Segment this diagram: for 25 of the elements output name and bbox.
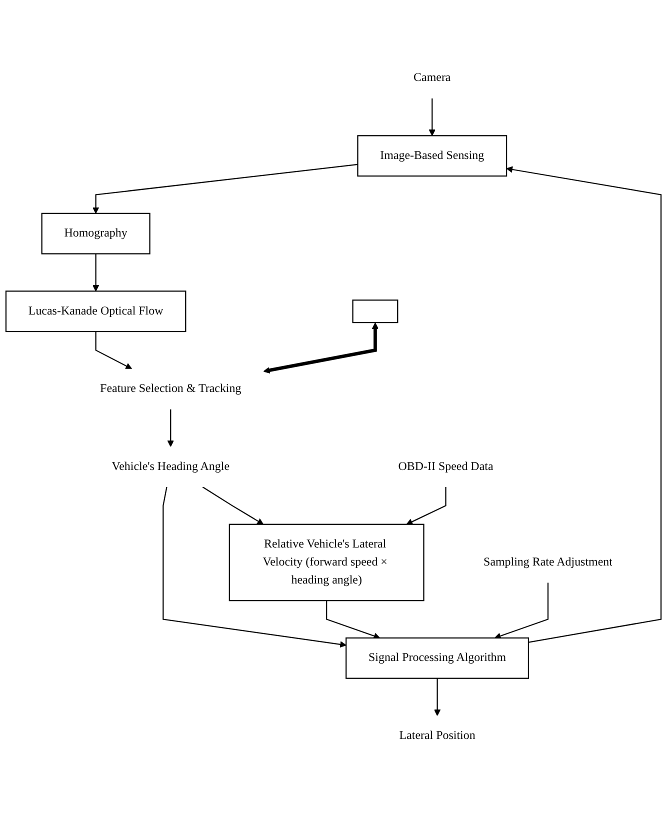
arrow: [428, 98, 436, 136]
node-text: Sampling Rate Adjustment: [484, 556, 612, 568]
node-text: Vehicle's Heading Angle: [112, 460, 230, 473]
arrow: [494, 582, 549, 640]
node-text: Camera: [414, 71, 451, 84]
node-box: Homography: [41, 212, 150, 254]
arrow: [162, 486, 346, 648]
node-box: [352, 300, 398, 324]
node-text: Feature Selection & Tracking: [100, 382, 242, 396]
node-box: Image-Based Sensing: [357, 135, 508, 177]
node-box: Lucas-Kanade Optical Flow: [5, 290, 186, 332]
arrow: [506, 166, 662, 643]
arrow: [92, 254, 100, 292]
arrow: [95, 332, 132, 370]
arrow: [434, 678, 441, 716]
node-box: Relative Vehicle's Lateral Velocity (forward speed × heading angle): [228, 524, 424, 602]
arrow: [406, 486, 446, 525]
arrow: [92, 164, 358, 214]
node-text: OBD-II Speed Data: [398, 460, 494, 473]
node-box: Signal Processing Algorithm: [346, 637, 530, 679]
arrow: [326, 600, 380, 640]
arrow: [263, 322, 379, 374]
node-text: Lateral Position: [399, 729, 476, 742]
arrow: [167, 409, 174, 447]
arrow: [202, 486, 264, 525]
